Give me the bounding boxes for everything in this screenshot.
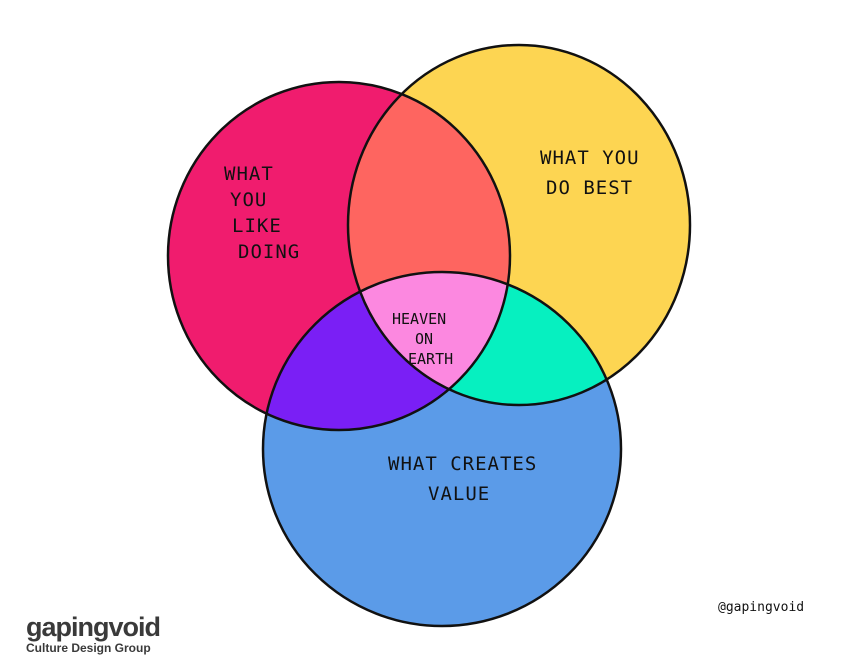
logo-tagline: Culture Design Group [26,641,151,655]
overlap-like-value [263,272,510,430]
label-heaven-on-earth: HEAVEN ON EARTH [392,310,453,368]
label-line: YOU [230,189,267,211]
label-what-you-like-doing: WHAT YOU LIKE DOING [224,163,300,263]
label-line: DOING [238,241,300,263]
gapingvoid-logo: gapingvoid Culture Design Group [26,612,161,656]
label-what-you-do-best: WHAT YOU DO BEST [540,147,640,199]
label-line: ON [415,330,433,348]
label-line: WHAT [224,163,274,185]
circle-outlines [166,43,692,628]
label-line: WHAT CREATES [388,453,537,475]
social-handle: @gapingvoid [718,600,805,615]
label-line: LIKE [232,215,282,237]
label-line: EARTH [408,350,453,368]
label-what-creates-value: WHAT CREATES VALUE [388,453,537,505]
logo-name: gapingvoid [26,612,161,642]
label-line: DO BEST [546,177,633,199]
label-line: VALUE [428,483,490,505]
label-line: WHAT YOU [540,147,640,169]
label-line: HEAVEN [392,310,446,328]
